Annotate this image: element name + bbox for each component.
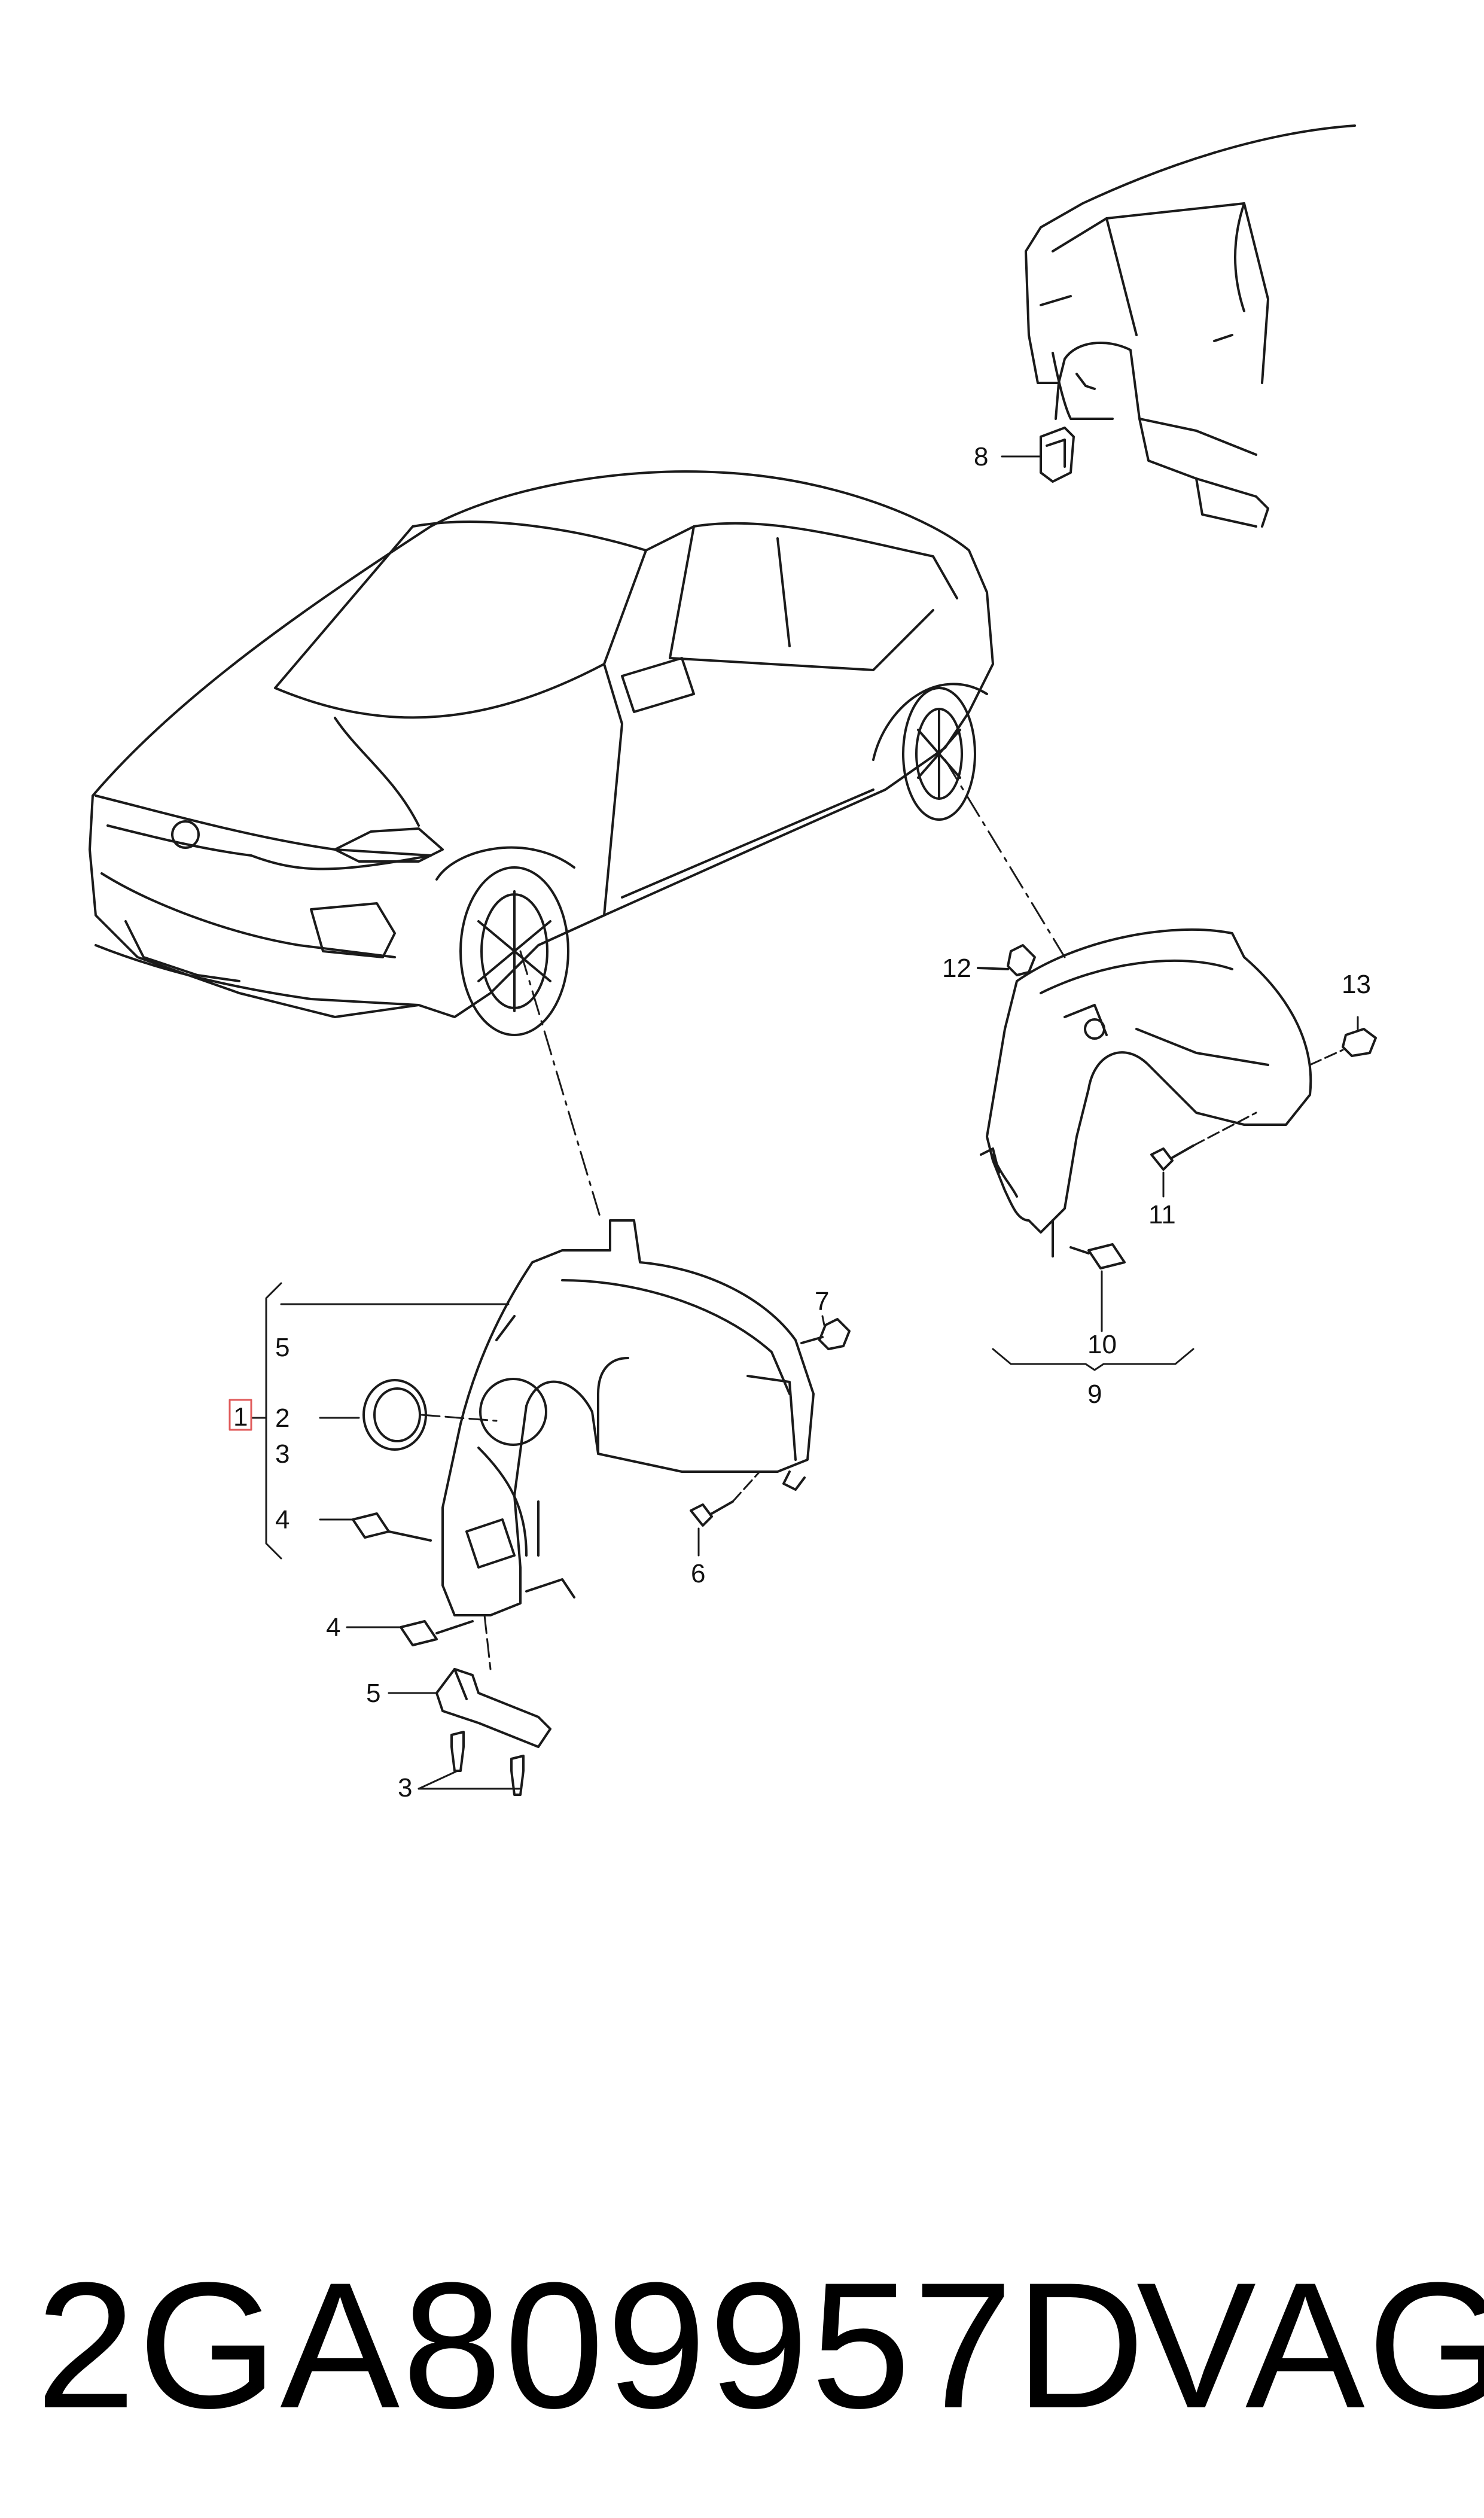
callout-3: 3: [275, 1439, 290, 1469]
footer: 2GA809957D VAG: [0, 2225, 1484, 2465]
car-illustration: [89, 470, 994, 1036]
rear-wheel-leader-line: [944, 759, 1066, 958]
callout-10: 10: [1087, 1330, 1117, 1359]
part-11-screw: [1150, 1112, 1257, 1171]
part-6-screw: [690, 1470, 761, 1527]
part-5-bracket: [435, 1614, 551, 1748]
part-10-nut: [1069, 1243, 1126, 1269]
part-2-cap: [362, 1379, 498, 1451]
callout-12: 12: [942, 954, 971, 983]
front-wheel-housing-liner: [441, 1219, 815, 1616]
callout-11: 11: [1148, 1200, 1176, 1229]
part-13-clip: [1309, 1028, 1377, 1066]
part-4-clip-upper: [352, 1512, 432, 1542]
callout-4-lower: 4: [326, 1613, 340, 1642]
callout-8: 8: [974, 442, 988, 471]
callout-4: 4: [275, 1505, 290, 1534]
callout-2: 2: [275, 1403, 290, 1433]
callout-6: 6: [691, 1559, 705, 1588]
callout-5-bracket: 5: [366, 1679, 380, 1708]
callout-leaders: [250, 455, 1359, 1790]
part-4-clip-lower: [400, 1620, 474, 1646]
part-7-clip: [800, 1318, 851, 1350]
part-number: 2GA809957D: [36, 2245, 1148, 2446]
callout-1: 1: [233, 1402, 248, 1432]
front-wheel-leader-line: [519, 950, 602, 1222]
part-12-clip: [977, 944, 1036, 976]
rear-car-corner-illustration: [1025, 124, 1356, 528]
callout-1-highlight-box: [228, 1399, 252, 1431]
callout-9: 9: [1087, 1380, 1102, 1409]
part-3-bolt-left: [450, 1731, 465, 1772]
callout-7: 7: [815, 1287, 829, 1316]
callout-3-bolts: 3: [398, 1773, 412, 1803]
rear-wheel-housing-liner: [980, 928, 1312, 1258]
callout-5: 5: [275, 1333, 290, 1362]
part-3-bolt-right: [510, 1755, 525, 1796]
brand-label: VAG: [1136, 2245, 1484, 2446]
callout-13: 13: [1342, 970, 1371, 999]
part-8-bracket: [1040, 382, 1075, 483]
